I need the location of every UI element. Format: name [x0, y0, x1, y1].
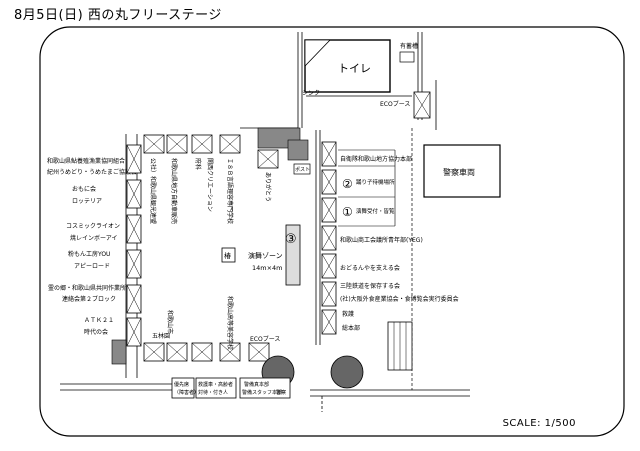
- police-car-area: [423, 144, 501, 198]
- bottom-box-2: [195, 377, 237, 399]
- police-car-label: 警察車両: [443, 167, 475, 177]
- right-booth-5: (社)大阪外食産業協会・食博覧会実行委員会: [340, 295, 459, 303]
- left-booth-5: コスミックライオン: [66, 223, 120, 230]
- map-frame: [39, 26, 625, 437]
- bottom-box-text-1: 優先席: [174, 381, 189, 388]
- left-booth-4: ロッテリア: [72, 198, 102, 205]
- bottom-booth-gojoen: 五林園: [152, 332, 170, 340]
- right-booth-7: 総本部: [342, 324, 360, 332]
- right-booth-1: 自衛隊和歌山地方協力本部: [340, 155, 412, 163]
- left-booth-9: 霊の郷・和歌山県共同作業所: [48, 284, 126, 292]
- bottom-row-booths: [143, 342, 270, 362]
- station-2-label: 踊り子待機場所: [356, 178, 395, 186]
- bottom-box-text-6: 警備スタッフ本部: [242, 389, 282, 396]
- left-booth-1: 和歌山県鮎養殖漁業協同組合: [47, 157, 125, 165]
- scale-label: SCALE: 1/500: [502, 418, 576, 429]
- bottom-box-text-7: 警察: [276, 389, 286, 396]
- page-title: 8月5日(日) 西の丸フリーステージ: [14, 8, 222, 23]
- left-booth-6: 焼レインボーアイ: [70, 234, 117, 242]
- vertical-booth-4: 関西クリエーション: [206, 158, 213, 212]
- center-mark-box: [221, 247, 236, 263]
- right-booth-4: 三陸鉄道を保存する会: [340, 282, 400, 290]
- bottom-booth-wakayama-city: 和歌山市: [166, 310, 174, 334]
- bottom-box-1: [171, 377, 195, 399]
- stage-zone: [285, 224, 301, 286]
- left-gray-block: [111, 339, 127, 365]
- right-booth-6: 救護: [342, 310, 354, 318]
- bottom-box-text-4: 対待・付き人: [198, 389, 228, 396]
- storage-box: [399, 51, 415, 63]
- stage-size: 14m×4m: [252, 264, 283, 272]
- left-booth-2: 紀州うめどり・うめたまご協議会: [47, 168, 137, 176]
- toilet-roof-left: [304, 39, 331, 67]
- eco-booth-top-label: ECOブース: [380, 100, 410, 108]
- post-box: [293, 163, 311, 175]
- left-booth-3: おもに会: [72, 185, 96, 193]
- bottom-box-text-5: 警備真本部: [244, 381, 269, 388]
- bottom-box-3: [239, 377, 291, 399]
- left-booth-7: 粉もん工房YOU: [68, 250, 110, 258]
- tree-bottom-right: [330, 355, 364, 389]
- station-1-number: ①: [342, 205, 353, 219]
- vertical-booth-6: ありがとう: [264, 172, 272, 202]
- vertical-booth-2: 和歌山県地方自動車販売: [170, 158, 178, 224]
- left-booth-11: ＡＴＫ２１: [84, 317, 114, 324]
- bottom-booth-kouka: 和歌山高等美容学校: [226, 296, 234, 350]
- right-booth-3: おどるんやを支える会: [340, 264, 400, 272]
- left-booth-8: アピーロード: [74, 263, 110, 270]
- stage-number: ③: [285, 232, 297, 247]
- toilet-label: トイレ: [338, 62, 371, 75]
- storage-label: 有蓄槽: [400, 42, 418, 50]
- vertical-booth-5: Ｉ８Ｂ言語理容専門学校: [226, 158, 234, 224]
- post-label: ポスト: [295, 166, 310, 173]
- sink-label: シンク: [302, 90, 320, 97]
- vertical-booth-1: 公社）和歌山県観光連盟: [149, 158, 157, 224]
- bottom-box-text-3: 救護車・高齢者: [198, 381, 233, 388]
- eco-booth-bottom-label: ECOブース: [250, 335, 280, 343]
- left-booth-12: 時代の会: [84, 328, 108, 336]
- center-mark: 椿: [224, 251, 231, 260]
- left-booth-10: 連絡会第２ブロック: [62, 295, 116, 303]
- gray-structure-2: [287, 139, 309, 161]
- right-booth-2: 和歌山商工会議所青年部(YEG): [340, 236, 423, 244]
- station-2-number: ②: [342, 177, 353, 191]
- vertical-booth-3: 府科: [194, 158, 202, 170]
- stage-name: 演舞ゾーン: [248, 251, 283, 260]
- bottom-box-text-2: （障害者）: [174, 389, 199, 396]
- station-1-label: 演舞受付・皆覧: [356, 207, 395, 215]
